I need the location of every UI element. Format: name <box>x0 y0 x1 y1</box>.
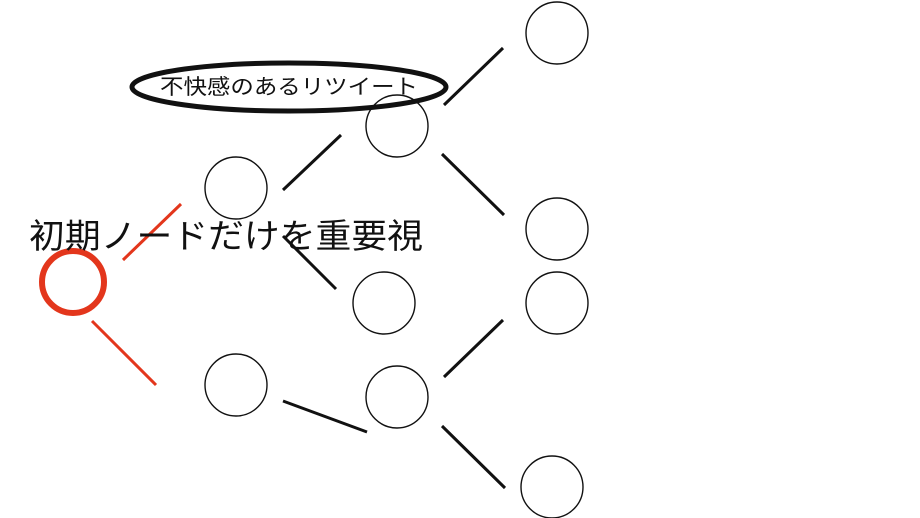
edges <box>90 46 507 490</box>
node-l2-a <box>365 94 429 158</box>
edge-l2-c-l3-c <box>442 318 505 379</box>
edge-l2-a-l3-a <box>442 46 505 107</box>
edge-l1-top-l2-b <box>281 234 338 291</box>
node-l2-b <box>352 271 416 335</box>
node-l3-d <box>520 455 584 518</box>
initial-node-label: 初期ノードだけを重要視 <box>29 217 423 257</box>
unpleasant-retweet-callout <box>129 60 449 114</box>
node-l2-c <box>365 365 429 429</box>
edge-l1-top-l2-a <box>281 133 343 192</box>
node-l1-bottom <box>204 353 268 417</box>
edge-l2-a-l3-b <box>440 152 506 217</box>
node-l3-a <box>525 1 589 65</box>
node-root <box>39 248 107 316</box>
node-l1-top <box>204 156 268 220</box>
edge-l2-c-l3-d <box>440 424 507 490</box>
edge-l1-bottom-l2-c <box>282 399 368 434</box>
edge-root-l1-bottom <box>90 319 158 387</box>
nodes <box>39 1 589 518</box>
node-l3-b <box>525 197 589 261</box>
edge-root-l1-top <box>121 202 183 262</box>
unpleasant-retweet-label: 不快感のあるリツイート <box>160 75 418 99</box>
node-l3-c <box>525 271 589 335</box>
